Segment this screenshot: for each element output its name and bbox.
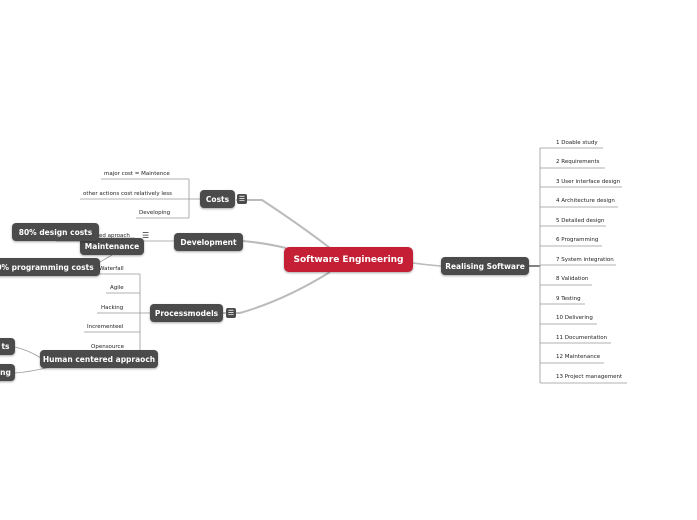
link-root-realising (412, 262, 442, 267)
design-costs-node[interactable]: 80% design costs (12, 223, 99, 241)
realising-item-1[interactable]: 1 Doable study (556, 140, 598, 146)
development-node[interactable]: Development (174, 233, 243, 251)
realising-item-4[interactable]: 4 Architecture design (556, 198, 615, 204)
maintenance-node[interactable]: Maintenance (80, 238, 144, 255)
process-item-opensource[interactable]: Opensource (91, 344, 124, 350)
realising-item-11[interactable]: 11 Documentation (556, 335, 608, 341)
realising-software-label: Realising Software (445, 261, 525, 271)
human-child-ng-label: ng (0, 368, 11, 377)
notes-icon[interactable]: ☰ (226, 308, 236, 318)
root-node[interactable]: Software Engineering (284, 247, 413, 272)
realising-item-6[interactable]: 6 Programming (556, 237, 599, 243)
human-child-ng-node[interactable]: ng (0, 364, 15, 381)
realising-item-9[interactable]: 9 Testing (556, 296, 581, 302)
realising-item-10[interactable]: 10 Delivering (556, 315, 593, 321)
realising-item-5[interactable]: 5 Detailed design (556, 218, 605, 224)
costs-node[interactable]: Costs (200, 190, 235, 208)
costs-item-3[interactable]: Developing (139, 210, 171, 216)
processmodels-label: Processmodels (154, 308, 219, 318)
programming-costs-label: 0% programming costs (0, 262, 94, 272)
costs-label: Costs (205, 194, 230, 204)
realising-item-3[interactable]: 3 User interface design (556, 179, 621, 185)
process-item-waterfall[interactable]: Waterfall (99, 266, 124, 272)
process-item-incrementeel[interactable]: Incrementeel (87, 324, 124, 330)
design-costs-label: 80% design costs (18, 227, 93, 237)
development-label: Development (180, 237, 237, 247)
root-label: Software Engineering (293, 254, 404, 265)
maintenance-link-programming (99, 254, 113, 263)
maintenance-label: Maintenance (84, 242, 140, 251)
realising-item-7[interactable]: 7 System integration (556, 257, 614, 263)
link-root-development (242, 240, 287, 249)
link-root-costs (236, 199, 331, 249)
realising-item-8[interactable]: 8 Validation (556, 276, 589, 282)
link-root-processmodels (223, 271, 331, 314)
processmodels-node[interactable]: Processmodels (150, 304, 223, 322)
costs-item-1[interactable]: major cost = Maintence (104, 171, 170, 177)
costs-item-2[interactable]: other actions cost relatively less (83, 191, 173, 197)
human-child-ts-label: ts (1, 342, 10, 351)
programming-costs-node[interactable]: 0% programming costs (0, 258, 100, 276)
realising-item-12[interactable]: 12 Maintenance (556, 354, 601, 360)
development-partial-label[interactable]: ed aproach (99, 233, 130, 239)
human-child-ts-node[interactable]: ts (0, 338, 15, 355)
process-item-hacking[interactable]: Hacking (101, 305, 124, 311)
human-link-ts (14, 346, 42, 359)
realising-item-2[interactable]: 2 Requirements (556, 159, 600, 165)
notes-icon[interactable]: ☰ (142, 231, 150, 240)
process-item-agile[interactable]: Agile (110, 285, 124, 291)
realising-software-node[interactable]: Realising Software (441, 257, 529, 275)
notes-icon[interactable]: ☰ (237, 194, 247, 204)
human-centered-label: Human centered appraoch (42, 354, 156, 364)
human-centered-node[interactable]: Human centered appraoch (40, 350, 158, 368)
realising-item-13[interactable]: 13 Project management (556, 374, 623, 380)
